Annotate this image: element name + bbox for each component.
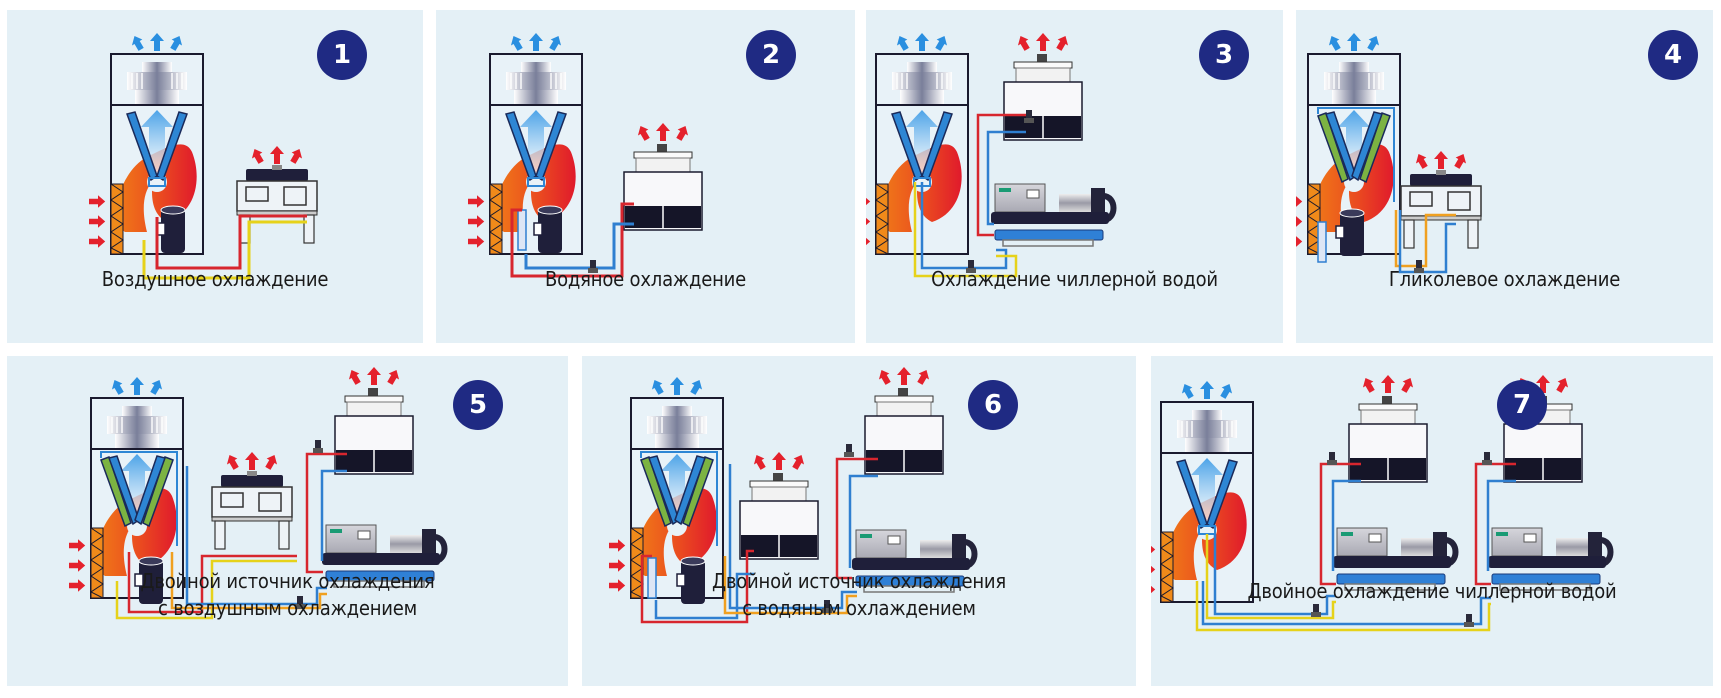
pump-icon (1482, 452, 1492, 465)
refrigerant-pipes (142, 214, 307, 280)
panel-caption: Водяное охлаждение (436, 266, 855, 293)
caption-line: Гликолевое охлаждение (1388, 267, 1621, 291)
dry-cooler-icon (1401, 151, 1481, 248)
number-badge: 6 (968, 380, 1018, 430)
indoor-unit (866, 33, 968, 254)
compressor-icon (533, 205, 563, 254)
caption-line: Охлаждение чиллерной водой (931, 267, 1218, 291)
cooling-tower-icon (335, 367, 413, 474)
number-badge: 1 (317, 30, 367, 80)
panel-5-dual-source-air: 5 Двойной источник охлаждения с воздушны… (7, 356, 568, 686)
panel-4-glycol-cooling: 4 Гликолевое охлаждение (1296, 10, 1713, 343)
heat-exchanger-icon (1317, 221, 1327, 263)
glycol-pipes (1394, 210, 1456, 274)
compressor-icon (1335, 208, 1365, 257)
indoor-unit (609, 377, 723, 598)
number-badge: 7 (1497, 380, 1547, 430)
pipes (115, 452, 347, 620)
number-badge: 4 (1648, 30, 1698, 80)
diagram-dual-chilled-water (1151, 356, 1713, 632)
caption-line: Двойной источник охлаждения (140, 569, 435, 593)
panel-caption: Гликолевое охлаждение (1296, 266, 1713, 293)
pipes (640, 457, 878, 624)
panel-caption: Охлаждение чиллерной водой (866, 266, 1283, 293)
cooling-tower-icon (1349, 375, 1427, 482)
panel-2-water-cooling: 2 Водяное охлаждение (436, 10, 855, 343)
diagram-dual-source-air (7, 356, 568, 620)
cooling-tower-icon (624, 123, 702, 230)
pump-icon (1464, 614, 1474, 627)
water-pipes (913, 113, 1026, 278)
pump-icon (1311, 604, 1321, 617)
number-badge: 3 (1199, 30, 1249, 80)
diagram-glycol-cooled (1296, 10, 1713, 274)
water-pipes (510, 202, 634, 278)
diagram-air-cooled (7, 10, 423, 280)
indoor-unit (1151, 381, 1253, 602)
panel-caption: Двойное охлаждение чиллерной водой (1151, 578, 1713, 605)
caption-line: Двойное охлаждение чиллерной водой (1247, 579, 1617, 603)
diagram-chilled-water (866, 10, 1283, 278)
caption-line: с водяным охлаждением (742, 596, 976, 620)
panel-6-dual-source-water: 6 Двойной источник охлаждения с водяным … (582, 356, 1136, 686)
caption-line: с воздушным охлаждением (157, 596, 417, 620)
compressor-icon (156, 205, 186, 254)
number-badge: 2 (746, 30, 796, 80)
heat-exchanger-icon (517, 209, 527, 251)
number-badge: 5 (453, 380, 503, 430)
diagram-dual-source-water (582, 356, 1136, 624)
diagram-water-cooled (436, 10, 855, 278)
caption-line: Двойной источник охлаждения (711, 569, 1007, 593)
panel-caption: Двойной источник охлаждения с водяным ох… (582, 568, 1136, 622)
panel-caption: Двойной источник охлаждения с воздушным … (7, 568, 568, 622)
cooling-tower-icon (740, 452, 818, 559)
caption-line: Воздушное охлаждение (101, 267, 329, 291)
pump-icon (1327, 452, 1337, 465)
panel-1-air-cooling: 1 Воздушное охлаждение (7, 10, 423, 343)
chiller-icon (991, 184, 1114, 246)
cooling-tower-icon (1004, 33, 1082, 140)
pump-icon (313, 440, 323, 453)
panel-3-chilled-water: 3 Охлаждение чиллерной водой (866, 10, 1283, 343)
heat-exchanger-icon (647, 557, 657, 599)
caption-line: Водяное охлаждение (544, 267, 746, 291)
pump-icon (844, 444, 854, 457)
pipes (1195, 462, 1516, 632)
indoor-unit (69, 377, 183, 598)
panel-caption: Воздушное охлаждение (7, 266, 423, 293)
indoor-unit (89, 33, 203, 254)
panel-7-dual-chilled-water: 7 Двойное охлаждение чиллерной водой (1151, 356, 1713, 686)
dry-condenser-icon (212, 452, 292, 549)
